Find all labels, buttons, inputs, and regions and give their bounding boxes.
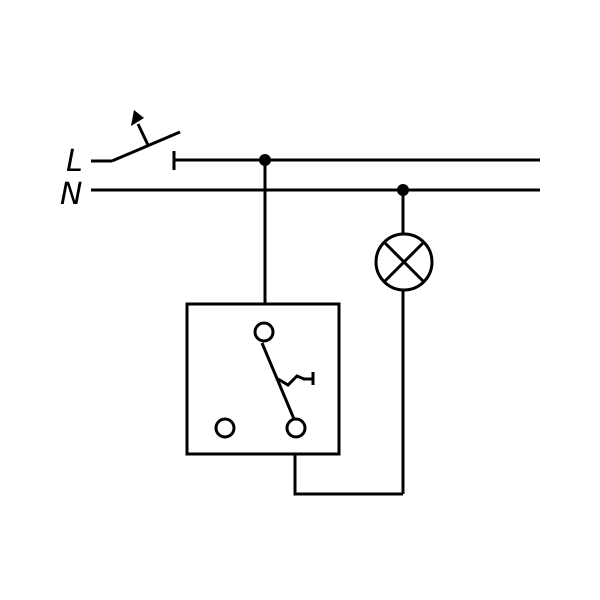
- lamp-cross-b: [382, 240, 426, 284]
- main-switch-actuator: [136, 123, 150, 146]
- switch-housing: [185, 302, 341, 456]
- switch-terminal-bottom-right: [285, 417, 307, 439]
- switch-lever: [260, 342, 296, 420]
- switch-to-lamp-wire: [293, 454, 403, 496]
- switch-terminal-bottom-left: [214, 417, 236, 439]
- line-conductor: [91, 110, 540, 170]
- lamp-icon: [374, 190, 434, 494]
- main-switch-blade: [111, 130, 181, 163]
- main-switch-arrow-icon: [131, 110, 144, 126]
- switch-terminal-top: [253, 321, 275, 343]
- neutral-label: N: [60, 177, 82, 212]
- switch-box: [185, 302, 341, 456]
- line-label: L: [66, 144, 83, 179]
- switch-spring-icon: [277, 374, 313, 387]
